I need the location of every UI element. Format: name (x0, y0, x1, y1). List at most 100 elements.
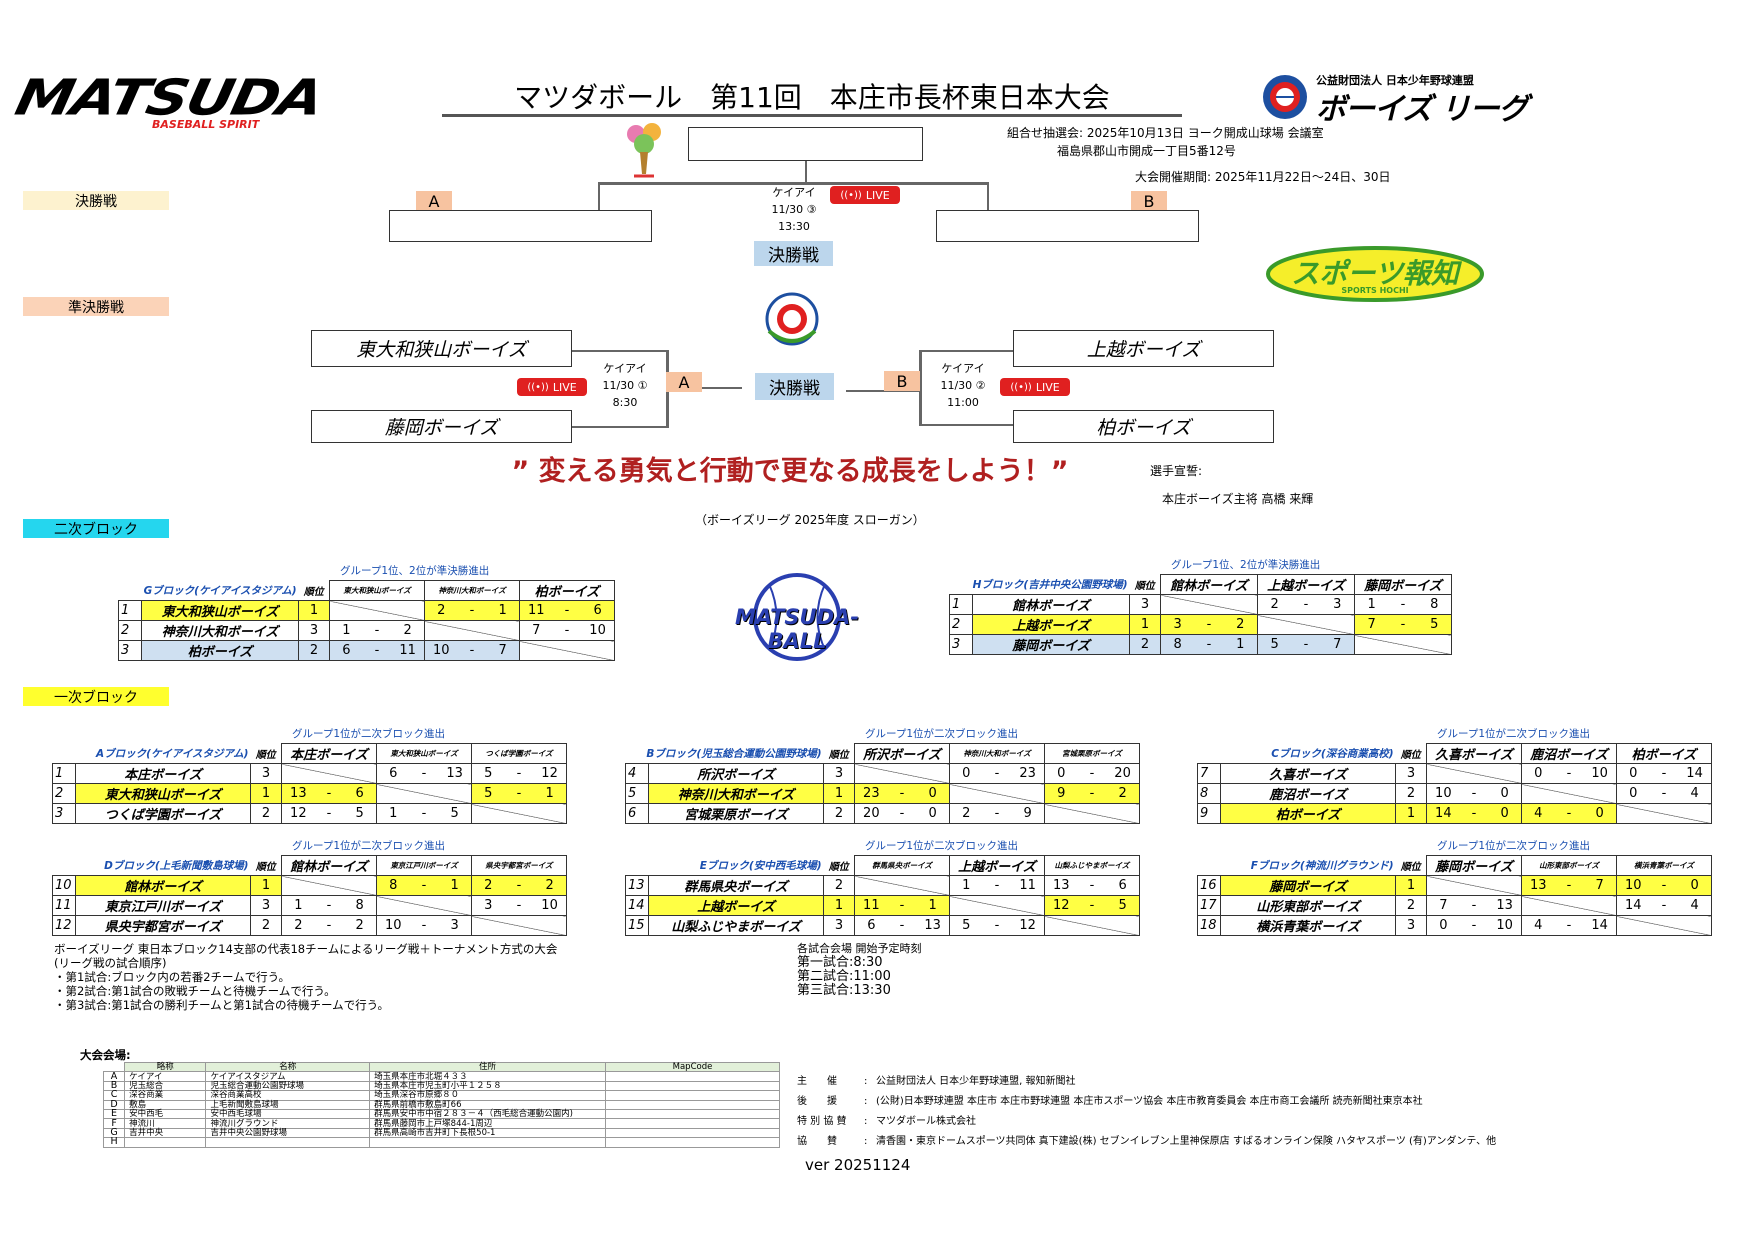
team-rank: 1 (1129, 614, 1161, 635)
score-dash: - (887, 895, 917, 916)
venue-header: 略称 (124, 1061, 207, 1073)
semi-right-line-vertical (919, 350, 922, 426)
score-dash: - (1459, 895, 1489, 916)
semi-right-live-button[interactable]: ((•))LIVE (1000, 378, 1070, 396)
opponent-column-header: 神奈川大和ボーイズ (423, 580, 520, 601)
score-for: 2 (423, 600, 458, 621)
opponent-column-header: 東京江戸川ボーイズ (375, 855, 472, 876)
self-match-cell (1615, 915, 1712, 936)
boys-league-name: ボーイズ リーグ (1316, 92, 1529, 127)
opponent-column-header: 神奈川大和ボーイズ (948, 743, 1045, 764)
sponsor-colon: : (864, 1076, 868, 1087)
team-name: 神奈川大和ボーイズ (141, 620, 299, 641)
block-table: Aブロック(ケイアイスタジアム)順位本庄ボーイズ東大和狭山ボーイズつくば学園ボー… (52, 743, 567, 824)
score-for: 12 (1043, 895, 1078, 916)
score-for: 13 (1520, 875, 1555, 896)
self-match-cell (1615, 803, 1712, 824)
oath-label: 選手宣誓: (1150, 464, 1203, 478)
rank-header: 順位 (1134, 580, 1155, 592)
block-name: Aブロック(ケイアイスタジアム) (96, 747, 249, 760)
venue-cell (369, 1137, 606, 1148)
live-broadcast-icon: ((•)) (840, 189, 862, 201)
team-rank: 3 (1129, 594, 1161, 615)
final-live-button[interactable]: ((•))LIVE (830, 186, 900, 204)
final-slot-b-tag: B (1131, 191, 1167, 211)
block-advance-note: グループ1位が二次ブロック進出 (1437, 840, 1591, 852)
semi-left-team1: 東大和狭山ボーイズ (311, 330, 572, 367)
semi-left-live-button[interactable]: ((•))LIVE (517, 378, 587, 396)
score-for: 6 (853, 915, 888, 936)
score-dash: - (409, 763, 439, 784)
score-against: 14 (1678, 763, 1712, 784)
score-dash: - (457, 640, 487, 661)
semi-left-time: 8:30 (612, 396, 638, 409)
team-name: 県央宇都宮ボーイズ (75, 915, 251, 936)
score-for: 9 (1043, 783, 1078, 804)
score-dash: - (1649, 783, 1679, 804)
team-name: 山形東部ボーイズ (1220, 895, 1396, 916)
title-underline (442, 114, 1182, 117)
venue-cell: 吉井中央公園野球場 (205, 1127, 371, 1139)
score-for: 12 (280, 803, 315, 824)
score-against: 5 (1106, 895, 1140, 916)
team-number: 10 (52, 875, 76, 896)
score-dash: - (409, 803, 439, 824)
venue-cell: 安中西毛球場 (205, 1108, 371, 1120)
team-name: 所沢ボーイズ (648, 763, 824, 784)
note-line: (リーグ戦の試合順序) (54, 956, 167, 970)
venue-cell: 埼玉県本庄市北堀４３３ (369, 1071, 606, 1082)
score-for: 1 (1353, 594, 1389, 615)
team-number: 7 (1197, 763, 1221, 784)
team-name: 館林ボーイズ (972, 594, 1130, 615)
opponent-column-header: 東大和狭山ボーイズ (329, 580, 425, 601)
block-header-row: Dブロック(上毛新聞敷島球場)順位館林ボーイズ東京江戸川ボーイズ県央宇都宮ボーイ… (53, 855, 567, 876)
section-final: 決勝戦 (23, 191, 169, 210)
score-for: 6 (375, 763, 410, 784)
team-rank: 2 (1129, 634, 1161, 655)
self-match-cell (329, 600, 425, 621)
block-header-row: Gブロック(ケイアイスタジアム)順位東大和狭山ボーイズ神奈川大和ボーイズ柏ボーイ… (119, 580, 615, 601)
score-against: 10 (581, 620, 615, 641)
team-rank: 1 (823, 783, 855, 804)
venue-header: 名称 (205, 1061, 371, 1073)
opponent-column-header: 山梨ふじやまボーイズ (1043, 855, 1140, 876)
score-dash: - (457, 600, 487, 621)
team-name: 久喜ボーイズ (1220, 763, 1396, 784)
score-against: 8 (1417, 594, 1452, 615)
score-against: 2 (391, 620, 425, 641)
score-for: 13 (280, 783, 315, 804)
team-name: 東大和狭山ボーイズ (141, 600, 299, 621)
score-dash: - (362, 640, 392, 661)
block-name: Eブロック(安中西毛球場) (699, 859, 822, 872)
venue-row: H (102, 1137, 781, 1148)
sports-hochi-logo: スポーツ報知 SPORTS HOCHI (1266, 246, 1484, 302)
team-name: 柏ボーイズ (1220, 803, 1396, 824)
team-name: 横浜青葉ボーイズ (1220, 915, 1396, 936)
time-line: 第一試合:8:30 (797, 955, 883, 970)
team-rank: 1 (823, 895, 855, 916)
sponsor-value: 公益財団法人 日本少年野球連盟, 報知新聞社 (876, 1076, 1076, 1087)
final-live-label: LIVE (865, 188, 890, 202)
score-for: 14 (1425, 803, 1460, 824)
venue-cell: 埼玉県深谷市原郷８０ (369, 1090, 606, 1101)
score-against: 6 (1106, 875, 1140, 896)
boys-league-org: 公益財団法人 日本少年野球連盟 (1316, 74, 1474, 87)
score-against: 3 (438, 915, 472, 936)
final-line-top (805, 161, 807, 183)
venue-cell (604, 1071, 781, 1082)
team-rank: 2 (823, 803, 855, 824)
score-against: 14 (1583, 915, 1617, 936)
semi-right-line-out (846, 390, 920, 392)
venue-cell: 群馬県高崎市吉井町下長根50-1 (369, 1127, 606, 1139)
block-header-row: Fブロック(神流川グラウンド)順位藤岡ボーイズ山形東部ボーイズ横浜青葉ボーイズ (1198, 855, 1712, 876)
semi-right-live-label: LIVE (1035, 380, 1060, 394)
final-slot-a-tag: A (416, 191, 452, 211)
opponent-column-header: 柏ボーイズ (1615, 743, 1712, 764)
team-number: 3 (118, 640, 142, 661)
score-for: 14 (1615, 895, 1650, 916)
